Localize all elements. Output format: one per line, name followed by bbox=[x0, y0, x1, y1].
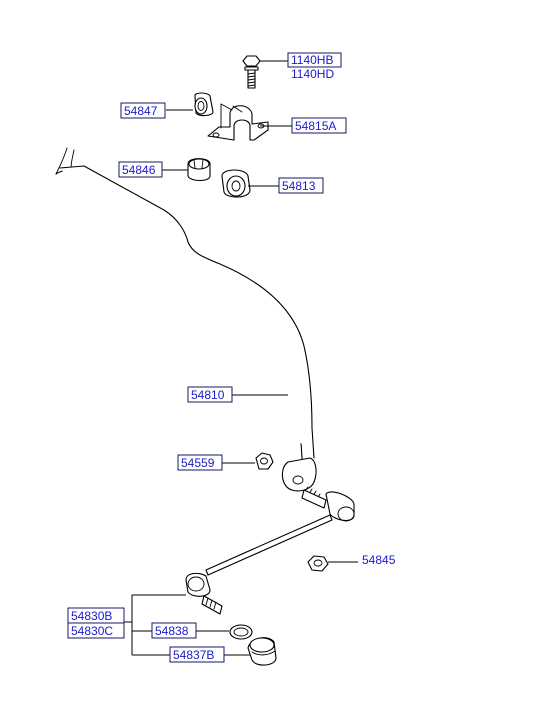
callout-box-54846 bbox=[118, 161, 163, 178]
bolt-part[interactable] bbox=[242, 55, 261, 89]
part-label-54813[interactable]: 54813 bbox=[282, 179, 316, 193]
callout-box-1140hb bbox=[287, 52, 342, 68]
callout-box-54830c bbox=[67, 622, 125, 639]
part-label-54845[interactable]: 54845 bbox=[362, 553, 396, 567]
part-label-54846[interactable]: 54846 bbox=[122, 163, 156, 177]
part-label-54847[interactable]: 54847 bbox=[124, 104, 158, 118]
stabilizer-bar-part[interactable] bbox=[55, 147, 317, 492]
callout-box-54559 bbox=[177, 454, 223, 471]
callout-box-54838 bbox=[151, 622, 197, 639]
leader-54830 bbox=[124, 594, 186, 655]
callout-box-54810 bbox=[187, 386, 233, 403]
stabilizer-link-part[interactable] bbox=[185, 486, 355, 615]
part-label-1140hb[interactable]: 1140HB bbox=[291, 53, 333, 67]
part-label-54830b[interactable]: 54830B bbox=[71, 609, 112, 623]
callout-box-54813 bbox=[278, 177, 324, 194]
callout-box-54847 bbox=[120, 102, 166, 119]
boot-54837b-part[interactable] bbox=[247, 637, 277, 666]
bushing-54847-part[interactable] bbox=[194, 92, 214, 117]
part-label-54815a[interactable]: 54815A bbox=[295, 119, 336, 133]
part-label-54837b[interactable]: 54837B bbox=[173, 648, 214, 662]
part-label-54810[interactable]: 54810 bbox=[191, 388, 225, 402]
part-label-54838[interactable]: 54838 bbox=[155, 624, 189, 638]
nut-54559-part[interactable] bbox=[255, 452, 274, 470]
clamp-54846-part[interactable] bbox=[187, 158, 211, 182]
part-label-54559[interactable]: 54559 bbox=[181, 456, 215, 470]
nut-54845-part[interactable] bbox=[307, 555, 329, 572]
bushing-54813-part[interactable] bbox=[221, 169, 251, 198]
part-label-54830c[interactable]: 54830C bbox=[71, 624, 113, 638]
washer-54838-part[interactable] bbox=[229, 624, 253, 640]
bracket-54815a-part[interactable] bbox=[207, 103, 269, 141]
callout-box-54815a bbox=[291, 117, 347, 134]
callout-box-54837b bbox=[169, 646, 225, 663]
part-label-1140hd[interactable]: 1140HD bbox=[291, 67, 334, 81]
